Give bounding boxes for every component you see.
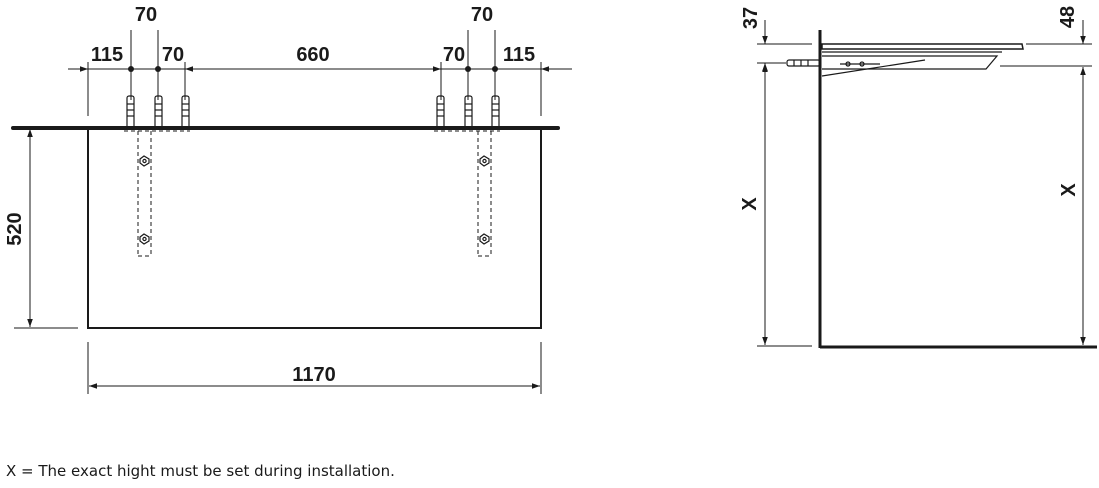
dim-label-width-1170: 1170 [292, 364, 335, 386]
dim-label-115-left: 115 [91, 44, 123, 66]
cabinet-outline [87, 128, 542, 329]
top-extension-lines [87, 30, 542, 116]
wall-anchor-right-1 [436, 95, 445, 129]
dim-label-48: 48 [1057, 6, 1079, 28]
wall-anchor-left-2 [154, 95, 163, 129]
side-view [757, 20, 1097, 349]
dim-label-660: 660 [296, 44, 329, 66]
front-view [11, 30, 572, 394]
dim-label-37: 37 [740, 7, 762, 29]
anchor-bolt [786, 59, 821, 67]
installation-note: X = The exact hight must be set during i… [6, 462, 395, 480]
dimension-dots [128, 66, 498, 72]
dim-label-70-right: 70 [443, 44, 465, 66]
hex-nut-icons [139, 155, 490, 245]
dim-48-lines [1000, 20, 1092, 67]
dim-label-top-70-left: 70 [135, 4, 157, 26]
hidden-bracket-right [434, 130, 500, 257]
wall-anchor-left-3 [181, 95, 190, 129]
wall-anchor-left-1 [126, 95, 135, 129]
hidden-bracket-left [124, 130, 190, 257]
dim-label-x-right: X [1058, 183, 1080, 197]
dim-x-left [757, 64, 812, 347]
dim-label-x-left: X [739, 197, 761, 211]
dim-label-height-520: 520 [4, 212, 26, 245]
width-dimension [87, 342, 542, 394]
wall-anchor-right-3 [491, 95, 500, 129]
wall-bracket [821, 51, 1002, 77]
height-dimension [14, 127, 78, 329]
dim-label-115-right: 115 [503, 44, 535, 66]
countertop-side [821, 43, 1024, 50]
wall-anchor-right-2 [464, 95, 473, 129]
dim-label-70-left: 70 [162, 44, 184, 66]
dim-label-top-70-right: 70 [471, 4, 493, 26]
